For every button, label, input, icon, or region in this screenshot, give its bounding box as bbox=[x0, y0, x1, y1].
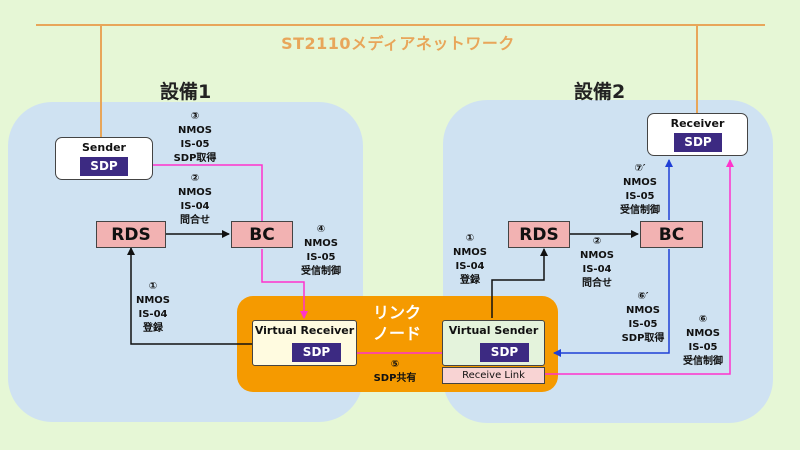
label-4-line3: 受信制御 bbox=[301, 266, 341, 277]
virtual-sender-sdp[interactable]: SDP bbox=[480, 343, 529, 362]
label-1b-num: ① bbox=[465, 233, 475, 244]
facility-2-title: 設備2 bbox=[574, 81, 626, 103]
label-6p-line3: SDP取得 bbox=[621, 333, 665, 344]
arrow-vsender-to-rds2 bbox=[491, 248, 548, 318]
label-4-line1: NMOS bbox=[303, 238, 339, 249]
label-3-line2: IS-05 bbox=[180, 139, 210, 150]
label-3-nmos-is05-sdp: ③ NMOS IS-05 SDP取得 bbox=[170, 110, 220, 166]
label-2b-line3: 問合せ bbox=[582, 278, 612, 289]
facility-1-title: 設備1 bbox=[160, 81, 212, 103]
label-4-line2: IS-05 bbox=[306, 252, 336, 263]
label-1b-line2: IS-04 bbox=[455, 261, 485, 272]
virtual-receiver-title: Virtual Receiver bbox=[254, 324, 355, 337]
label-2b-line2: IS-04 bbox=[582, 264, 612, 275]
label-6p-line1: NMOS bbox=[625, 305, 661, 316]
label-6-nmos-is05-recv: ⑥ NMOS IS-05 受信制御 bbox=[675, 313, 731, 369]
virtual-receiver-node[interactable]: Virtual Receiver SDP bbox=[252, 320, 357, 366]
label-6p-nmos-is05-sdp: ⑥′ NMOS IS-05 SDP取得 bbox=[615, 290, 671, 346]
label-2a-nmos-is04-query: ② NMOS IS-04 問合せ bbox=[170, 172, 220, 228]
arrow-vreceiver-to-rds1 bbox=[127, 247, 255, 345]
label-1b-nmos-is04-reg: ① NMOS IS-04 登録 bbox=[448, 232, 492, 288]
link-node-label: リンク ノード bbox=[362, 302, 432, 344]
label-2a-num: ② bbox=[190, 173, 200, 184]
virtual-receiver-sdp[interactable]: SDP bbox=[292, 343, 341, 362]
link-node-label-line2: ノード bbox=[372, 324, 421, 343]
label-7p-num: ⑦′ bbox=[634, 163, 646, 174]
label-6-line3: 受信制御 bbox=[683, 356, 723, 367]
label-3-num: ③ bbox=[190, 111, 200, 122]
label-2a-line1: NMOS bbox=[177, 187, 213, 198]
link-node-label-line1: リンク bbox=[372, 303, 421, 322]
virtual-sender-title: Virtual Sender bbox=[448, 324, 539, 337]
label-7p-line2: IS-05 bbox=[625, 191, 655, 202]
sender-sdp[interactable]: SDP bbox=[80, 157, 128, 176]
label-4-num: ④ bbox=[316, 224, 326, 235]
label-2b-num: ② bbox=[592, 236, 602, 247]
label-1a-num: ① bbox=[148, 281, 158, 292]
label-1a-nmos-is04-reg: ① NMOS IS-04 登録 bbox=[128, 280, 178, 336]
arrow-bc2-to-vsender-sdp bbox=[553, 249, 670, 357]
receiver-sdp[interactable]: SDP bbox=[674, 133, 722, 152]
arrow-bc1-to-sender-sdp bbox=[123, 161, 266, 227]
arrow-bc1-to-vreceiver bbox=[261, 249, 308, 319]
label-7p-line1: NMOS bbox=[622, 177, 658, 188]
label-4-nmos-is05-recv: ④ NMOS IS-05 受信制御 bbox=[293, 223, 349, 279]
bc-node-1[interactable]: BC bbox=[231, 221, 293, 248]
sender-node[interactable]: Sender SDP bbox=[55, 137, 153, 180]
label-5-num: ⑤ bbox=[390, 359, 400, 370]
label-6-line2: IS-05 bbox=[688, 342, 718, 353]
label-1a-line3: 登録 bbox=[143, 323, 163, 334]
label-6-num: ⑥ bbox=[698, 314, 708, 325]
label-1b-line1: NMOS bbox=[452, 247, 488, 258]
label-1a-line2: IS-04 bbox=[138, 309, 168, 320]
bc-node-2[interactable]: BC bbox=[640, 221, 703, 248]
receiver-node[interactable]: Receiver SDP bbox=[647, 113, 748, 156]
label-2a-line2: IS-04 bbox=[180, 201, 210, 212]
virtual-sender-node[interactable]: Virtual Sender SDP bbox=[442, 320, 545, 366]
sender-title: Sender bbox=[82, 141, 126, 154]
rds-node-1[interactable]: RDS bbox=[96, 221, 166, 248]
label-5-line1: SDP共有 bbox=[373, 373, 417, 384]
label-2a-line3: 問合せ bbox=[180, 215, 210, 226]
arrow-receivelink-to-receiver bbox=[543, 159, 734, 375]
network-title: ST2110メディアネットワーク bbox=[281, 34, 515, 53]
label-3-line3: SDP取得 bbox=[173, 153, 217, 164]
label-6p-num: ⑥′ bbox=[637, 291, 649, 302]
label-1b-line3: 登録 bbox=[460, 275, 480, 286]
receiver-title: Receiver bbox=[670, 117, 725, 130]
label-2b-line1: NMOS bbox=[579, 250, 615, 261]
label-7p-nmos-is05-recv: ⑦′ NMOS IS-05 受信制御 bbox=[612, 162, 668, 218]
label-2b-nmos-is04-query: ② NMOS IS-04 問合せ bbox=[575, 235, 619, 291]
label-5-sdp-share: ⑤ SDP共有 bbox=[365, 358, 425, 386]
label-1a-line1: NMOS bbox=[135, 295, 171, 306]
label-6p-line2: IS-05 bbox=[628, 319, 658, 330]
rds-node-2[interactable]: RDS bbox=[508, 221, 570, 248]
label-6-line1: NMOS bbox=[685, 328, 721, 339]
label-7p-line3: 受信制御 bbox=[620, 205, 660, 216]
network-line bbox=[36, 24, 765, 137]
receive-link[interactable]: Receive Link bbox=[442, 367, 545, 384]
label-3-line1: NMOS bbox=[177, 125, 213, 136]
